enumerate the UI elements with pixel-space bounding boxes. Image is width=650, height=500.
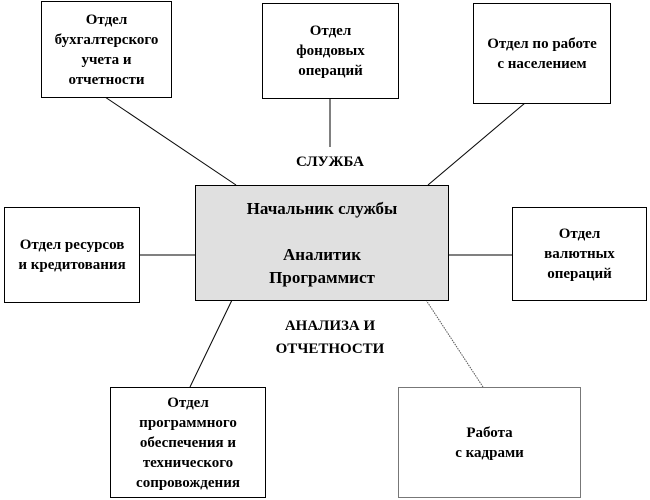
text: сопровождения (136, 474, 240, 491)
caption-bottom: АНАЛИЗА И ОТЧЕТНОСТИ (230, 315, 430, 361)
text: бухгалтерского (54, 31, 159, 48)
text: валютных (544, 246, 615, 262)
text: Отдел (309, 23, 352, 39)
text: Работа (466, 424, 513, 441)
caption-bottom-line: АНАЛИЗА И (284, 318, 376, 334)
text: фондовых (296, 43, 365, 59)
text: с населением (497, 55, 587, 72)
text: программного (139, 414, 237, 431)
text: Отдел (558, 226, 601, 242)
text: и кредитования (18, 257, 126, 273)
text: отчетности (68, 71, 145, 88)
connector-population (427, 102, 526, 186)
center-head: Начальник службы (246, 199, 398, 218)
center-box: Начальник службы Аналитик Программист (195, 185, 449, 301)
connector-software (189, 299, 233, 388)
text: обеспечения и (139, 434, 237, 451)
dept-hr: Работа с кадрами (398, 387, 581, 498)
text: операций (547, 266, 612, 282)
connector-hr (425, 299, 484, 388)
text: учета и (81, 51, 132, 68)
text: Отдел (167, 394, 209, 411)
caption-top: СЛУЖБА (295, 154, 365, 170)
center-programmer: Программист (269, 268, 375, 287)
dept-software: Отдел программного обеспечения и техническо… (110, 387, 266, 498)
dept-accounting: Отдел бухгалтерского учета и отчетности (41, 1, 172, 98)
text: Отдел ресурсов (19, 237, 125, 253)
dept-population: Отдел по работе с населением (473, 3, 611, 104)
center-analyst: Аналитик (283, 245, 361, 264)
dept-currency: Отдел валютных операций (512, 207, 647, 301)
dept-funds: Отдел фондовых операций (262, 3, 399, 99)
connector-accounting (104, 96, 237, 186)
text: операций (298, 63, 363, 79)
text: технического (142, 454, 234, 471)
caption-bottom-line: ОТЧЕТНОСТИ (275, 341, 385, 357)
text: Отдел по работе (487, 35, 597, 52)
text: Отдел (85, 11, 128, 28)
dept-resources: Отдел ресурсов и кредитования (4, 207, 140, 303)
text: с кадрами (455, 444, 524, 461)
